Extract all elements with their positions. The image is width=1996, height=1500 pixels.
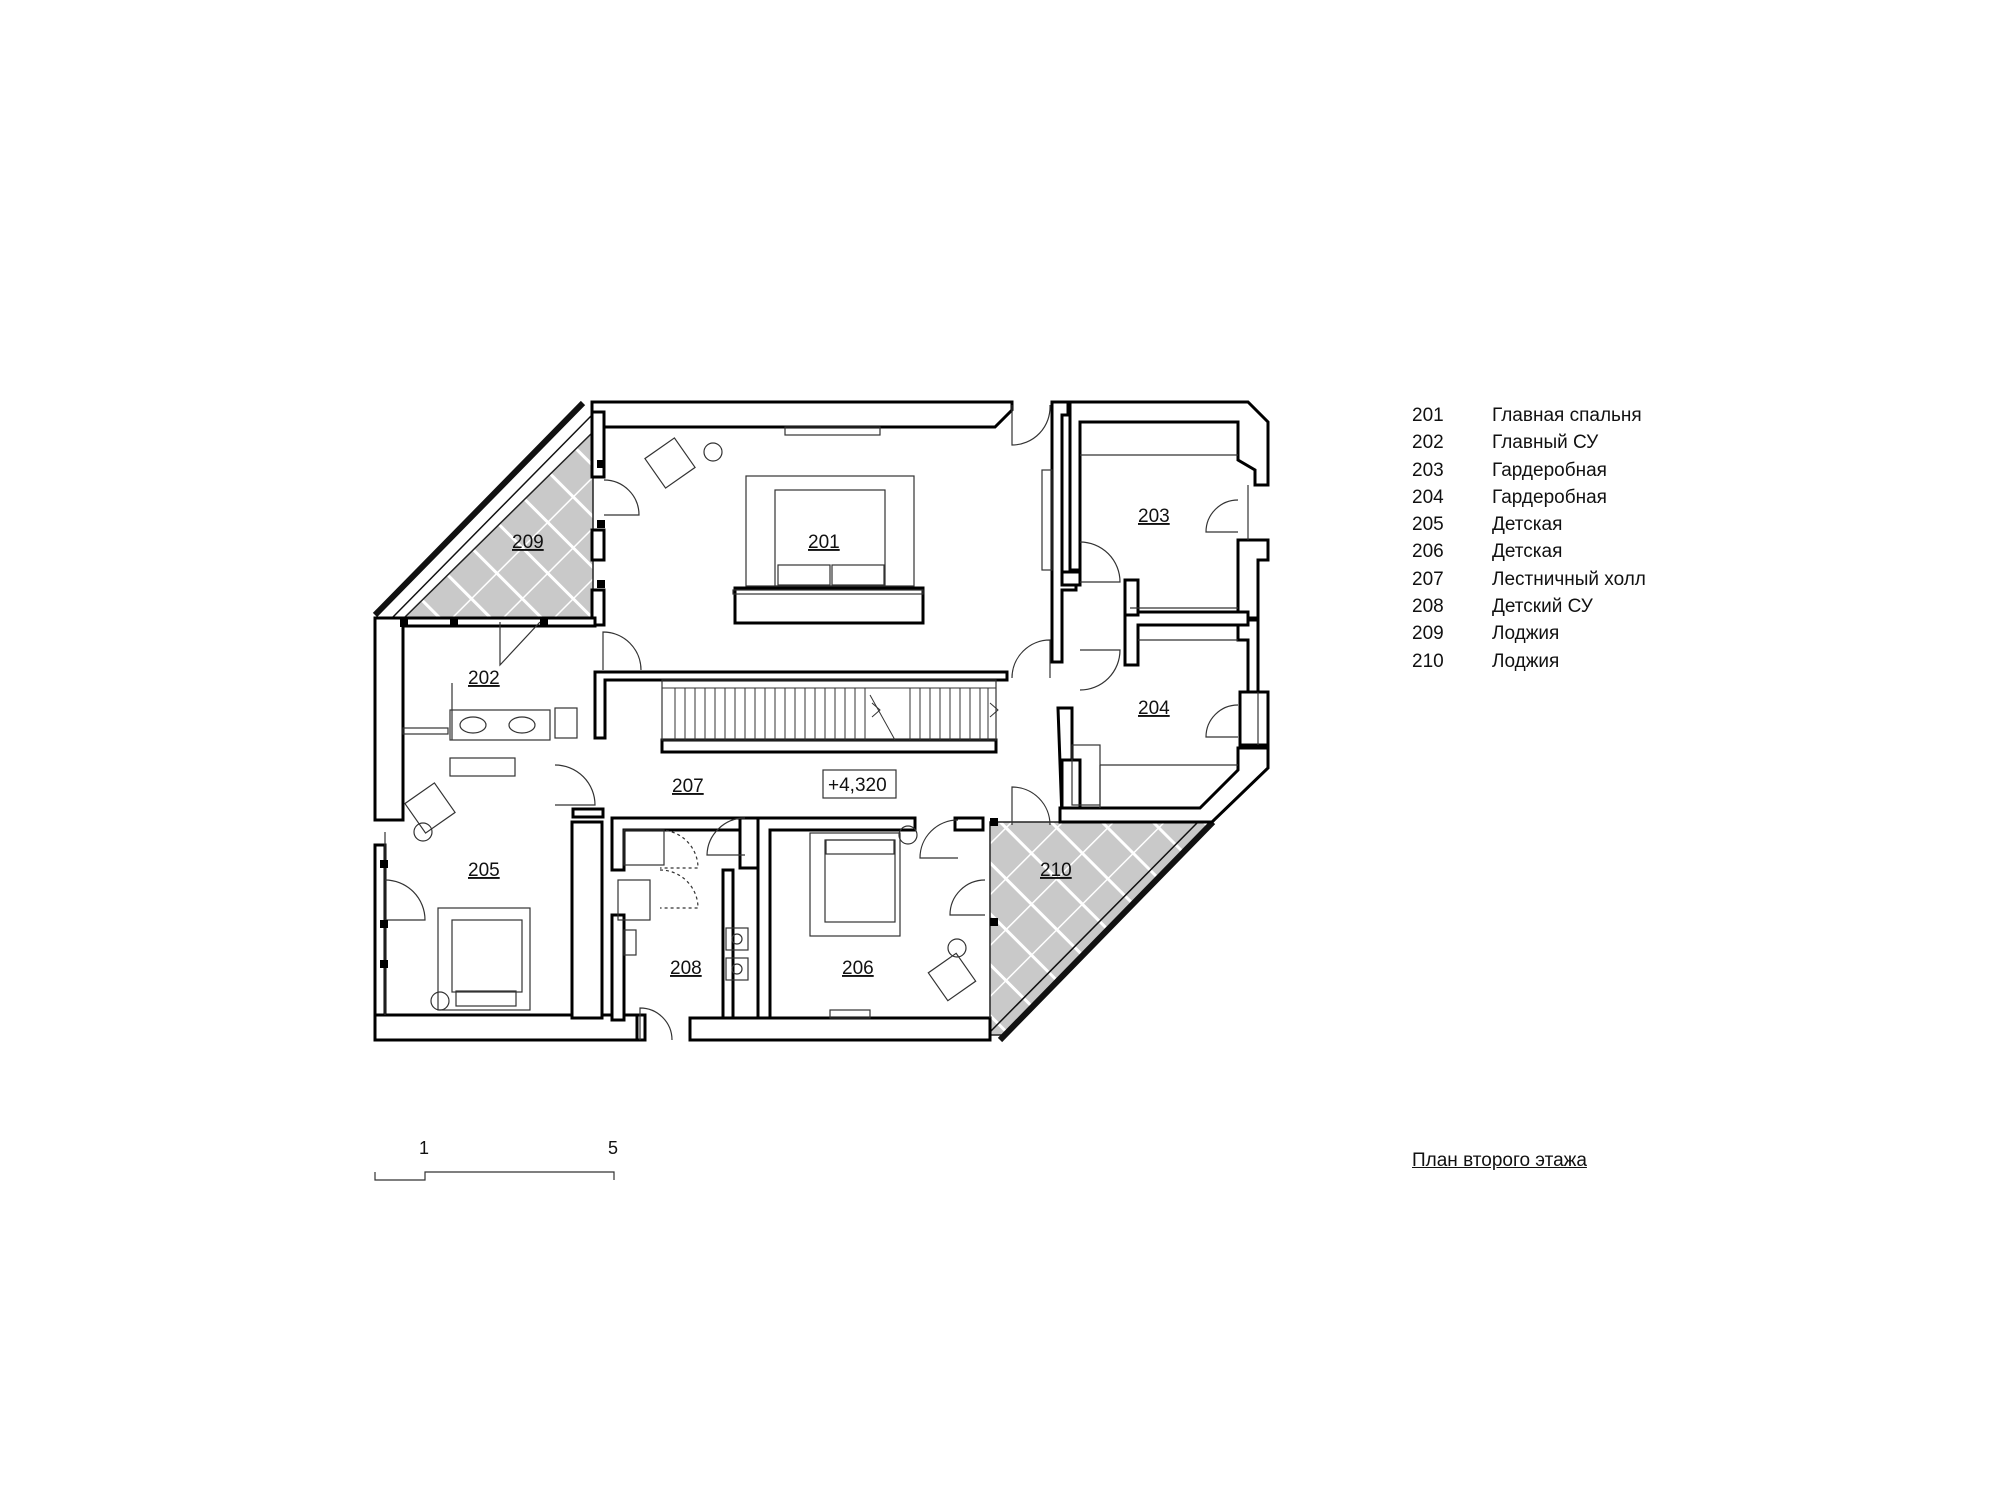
loggia-209-railing	[372, 400, 586, 618]
level-mark: +4,320	[828, 775, 887, 796]
legend-num: 209	[1412, 623, 1444, 645]
legend-row: 205 Детская	[1412, 511, 1646, 538]
legend-name: Гардеробная	[1492, 459, 1607, 481]
room-label-209: 209	[512, 532, 544, 553]
scale-bar	[374, 1171, 615, 1181]
room-label-204: 204	[1138, 698, 1170, 719]
room-label-203: 203	[1138, 506, 1170, 527]
legend-row: 207 Лестничный холл	[1412, 566, 1646, 593]
plan-caption: План второго этажа	[1412, 1150, 1587, 1171]
legend-name: Гардеробная	[1492, 486, 1607, 508]
legend-num: 210	[1412, 650, 1444, 672]
walls	[373, 400, 1270, 1042]
window-marks	[380, 460, 998, 968]
legend-name: Детский СУ	[1492, 596, 1593, 618]
legend-row: 209 Лоджия	[1412, 620, 1646, 647]
room-label-201: 201	[808, 532, 840, 553]
room-label-208: 208	[670, 958, 702, 979]
level-mark-box	[822, 769, 897, 799]
legend-name: Лестничный холл	[1492, 568, 1646, 590]
legend-num: 201	[1412, 405, 1444, 426]
legend-row: 208 Детский СУ	[1412, 593, 1646, 620]
room-labels: 201 202 203 204 205 206 207 208 209 210	[468, 506, 1170, 979]
legend-num: 202	[1412, 432, 1444, 454]
legend-num: 204	[1412, 486, 1444, 508]
loggia-210-railing	[997, 819, 1216, 1043]
loggia-209-railing-inner	[392, 413, 594, 618]
loggia-210-railing-inner	[989, 821, 1199, 1033]
room-label-202: 202	[468, 668, 500, 689]
legend-row: 202 Главный СУ	[1412, 429, 1646, 456]
doors	[384, 404, 1259, 1041]
legend-row: 210 Лоджия	[1412, 648, 1646, 675]
room-label-205: 205	[468, 860, 500, 881]
legend-name: Лоджия	[1492, 650, 1560, 672]
loggia-209-floor	[400, 430, 594, 621]
scale-end-label: 5	[608, 1138, 619, 1158]
legend-name: Главный СУ	[1492, 432, 1599, 454]
legend-name: Главная спальня	[1492, 405, 1642, 426]
legend-name: Детская	[1492, 514, 1563, 536]
room-label-210: 210	[1040, 860, 1072, 881]
legend-row: 204 Гардеробная	[1412, 484, 1646, 511]
legend-num: 203	[1412, 459, 1444, 481]
legend-row: 201 Главная спальня	[1412, 402, 1646, 429]
scale-start-label: 1	[419, 1138, 430, 1158]
legend-row: 206 Детская	[1412, 538, 1646, 565]
legend-num: 208	[1412, 596, 1444, 618]
room-label-207: 207	[672, 776, 704, 797]
legend-name: Лоджия	[1492, 623, 1560, 645]
furniture	[402, 426, 1238, 1019]
legend-name: Детская	[1492, 541, 1563, 563]
legend-num: 205	[1412, 514, 1444, 536]
legend-num: 207	[1412, 568, 1444, 590]
legend-row: 203 Гардеробная	[1412, 457, 1646, 484]
room-label-206: 206	[842, 958, 874, 979]
legend-num: 206	[1412, 541, 1444, 563]
